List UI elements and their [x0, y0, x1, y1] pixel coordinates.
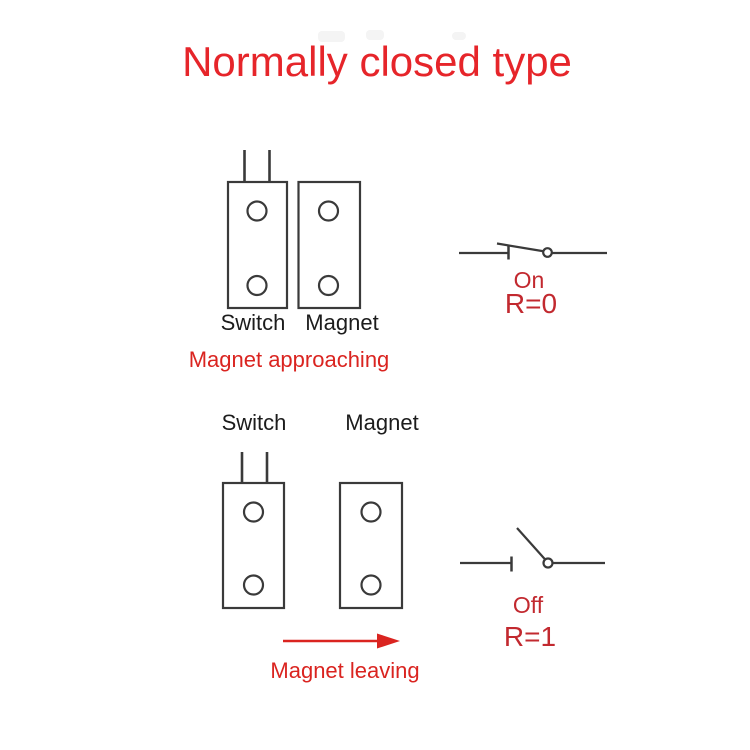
switch-lever-open: [516, 527, 548, 562]
arrow-head: [377, 633, 400, 649]
watermark-smudge: [452, 32, 466, 40]
magnet-mount-hole: [360, 501, 382, 523]
top-circuit-state: On: [513, 267, 545, 293]
right-arrow-icon: [283, 633, 400, 649]
watermark-smudge: [366, 30, 384, 40]
closed-switch-icon: [459, 242, 607, 260]
bottom-switch-label: Switch: [221, 410, 287, 435]
contact-point: [542, 247, 553, 258]
magnet-mount-hole: [317, 274, 340, 297]
switch-body: [226, 180, 289, 310]
switch-mount-hole: [246, 274, 268, 297]
bottom-circuit-state: Off: [512, 592, 544, 618]
top-magnet-label: Magnet: [305, 310, 379, 335]
top-caption: Magnet approaching: [188, 347, 390, 372]
magnet-body: [338, 481, 404, 610]
watermark-smudge: [318, 31, 345, 42]
top-circuit-resistance: R=0: [504, 288, 558, 319]
bottom-circuit-resistance: R=1: [503, 621, 557, 652]
switch-lever-closed: [496, 242, 546, 253]
switch-body: [221, 481, 286, 610]
switch-mount-hole: [242, 501, 265, 523]
magnet-mount-hole: [360, 574, 382, 596]
page-title: Normally closed type: [182, 38, 572, 85]
magnet-body: [297, 180, 362, 310]
bottom-caption: Magnet leaving: [270, 658, 420, 683]
magnet-mount-hole: [317, 200, 340, 222]
top-switch-label: Switch: [220, 310, 286, 335]
bottom-magnet-label: Magnet: [345, 410, 419, 435]
open-switch-icon: [460, 527, 605, 572]
bottom-assembly: [221, 452, 404, 610]
switch-mount-hole: [246, 200, 268, 222]
top-assembly: [226, 150, 362, 310]
switch-mount-hole: [242, 574, 265, 596]
contact-point: [542, 557, 554, 569]
